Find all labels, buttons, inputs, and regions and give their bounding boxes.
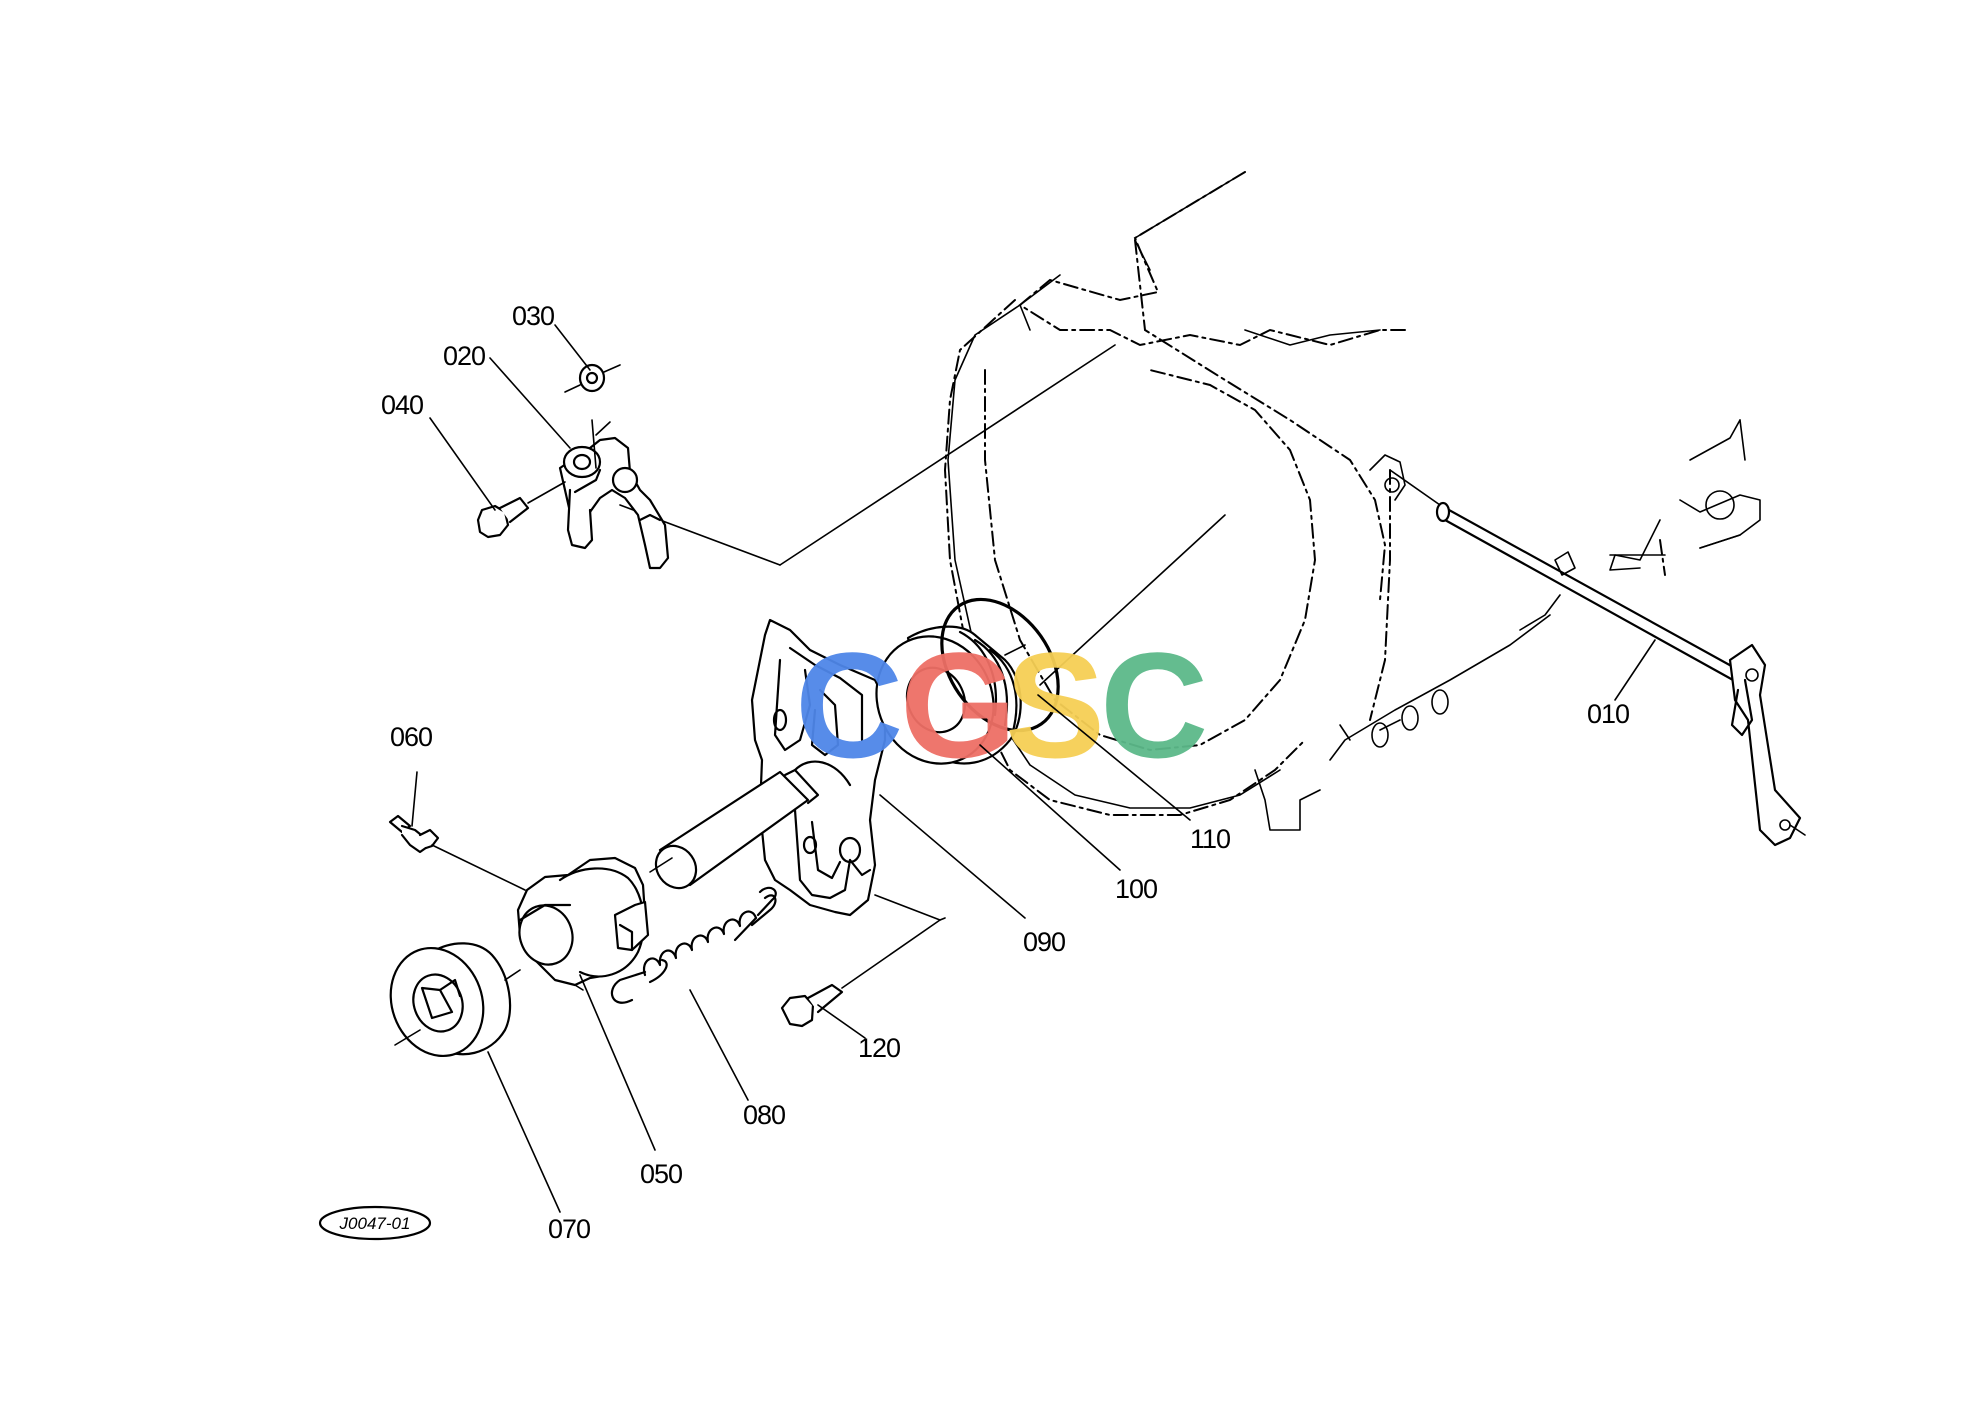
leader-020 (489, 357, 571, 449)
callout-100: 100 (1115, 874, 1157, 904)
clutch-housing (943, 171, 1761, 831)
callout-070: 070 (548, 1214, 590, 1244)
leader-030 (554, 324, 591, 371)
watermark-letter-c1: C (795, 621, 903, 789)
leader-080 (689, 989, 749, 1101)
callout-120: 120 (858, 1033, 900, 1063)
leader-110 (1037, 694, 1191, 821)
leader-lines (411, 324, 1656, 1213)
leader-010 (1614, 639, 1656, 701)
watermark-logo: C G S C (795, 621, 1208, 789)
callout-040: 040 (381, 390, 423, 420)
leader-040 (429, 417, 496, 511)
part-020-release-fork (558, 419, 670, 570)
callout-020: 020 (443, 341, 485, 371)
reference-code: J0047-01 (339, 1214, 411, 1233)
callout-090: 090 (1023, 927, 1065, 957)
leader-100 (979, 744, 1121, 871)
watermark-letter-s: S (1005, 621, 1105, 789)
leader-120 (817, 1004, 866, 1039)
part-090-release-hub (654, 618, 887, 917)
part-030-washer (564, 363, 621, 393)
part-100-oil-seal (875, 625, 1026, 765)
callout-010: 010 (1587, 699, 1629, 729)
leader-060 (411, 771, 418, 827)
leader-050 (579, 974, 656, 1151)
fork-axis-line (779, 344, 1116, 566)
callout-110: 110 (1190, 824, 1230, 854)
part-070-release-bearing (389, 942, 521, 1058)
part-050-bearing-holder (516, 856, 673, 991)
part-010-release-shaft (1389, 469, 1806, 847)
part-080-return-spring (610, 886, 777, 1004)
part-110-o-ring (940, 597, 1060, 733)
reference-code-badge: J0047-01 (318, 1205, 432, 1241)
part-120-bolt (780, 894, 946, 1028)
callout-060: 060 (390, 722, 432, 752)
part-040-bolt (476, 481, 566, 539)
callout-050: 050 (640, 1159, 682, 1189)
callout-labels: 010 020 030 040 050 060 070 080 090 100 … (381, 301, 1630, 1244)
watermark-letter-c2: C (1100, 621, 1208, 789)
part-060-grease-nipple (388, 814, 526, 891)
leader-090 (879, 794, 1026, 919)
leader-070 (487, 1051, 561, 1213)
callout-030: 030 (512, 301, 554, 331)
watermark-letter-g: G (900, 621, 1017, 789)
callout-080: 080 (743, 1100, 785, 1130)
shaft-axis-line (1039, 514, 1226, 686)
